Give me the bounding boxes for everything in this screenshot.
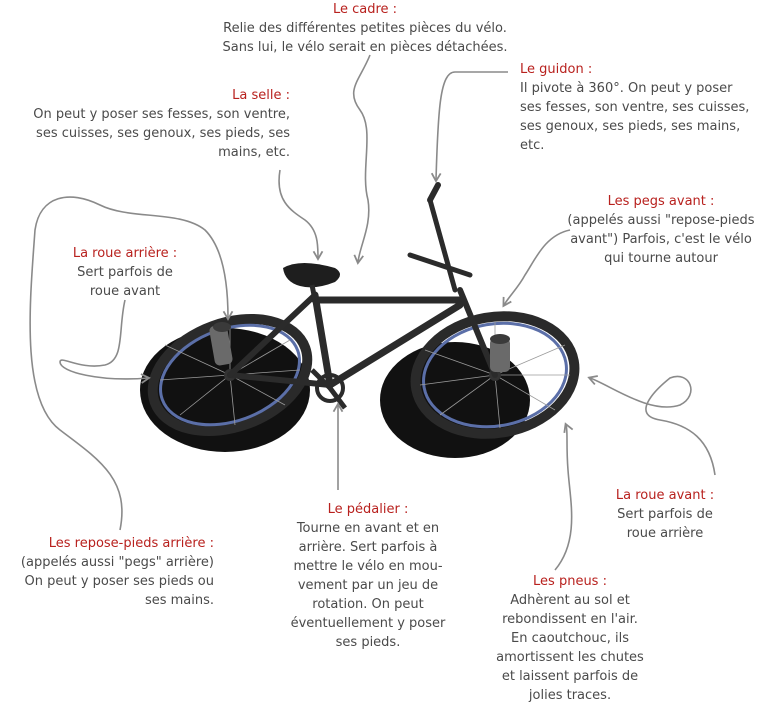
label-roue-arriere-title: La roue arrière : [72, 246, 178, 261]
label-roue-avant-line-1: Sert parfois de [617, 507, 713, 522]
arrow-repose-pieds [29, 196, 234, 531]
label-pneus-line-4: amortissent les chutes [496, 650, 644, 665]
label-selle-title: La selle : [232, 88, 290, 103]
label-pedalier-line-5: rotation. On peut [312, 597, 424, 612]
bike-frame [227, 182, 498, 389]
rear-pegs [209, 322, 233, 366]
arrow-roue-avant [587, 375, 716, 476]
label-guidon-line-1: Il pivote à 360°. On peut y poser [520, 81, 733, 96]
label-pedalier-line-2: arrière. Sert parfois à [298, 540, 438, 555]
label-repose-pieds-arriere: Les repose-pieds arrière : (appelés auss… [2, 534, 214, 610]
label-pedalier-line-7: ses pieds. [335, 635, 401, 650]
label-cadre-line-1: Relie des différentes petites pièces du … [223, 21, 507, 36]
label-pneus-line-1: Adhèrent au sol et [510, 593, 630, 608]
label-pegs-avant-line-1: (appelés aussi "repose-pieds [567, 213, 755, 228]
label-guidon-line-2: ses fesses, son ventre, ses cuisses, [520, 100, 750, 115]
label-guidon-line-4: etc. [520, 138, 545, 153]
label-roue-avant-line-2: roue arrière [626, 526, 704, 541]
arrow-cadre [352, 54, 371, 265]
label-pegs-avant-line-3: qui tourne autour [604, 251, 718, 266]
front-pegs [490, 334, 510, 372]
label-selle-line-3: mains, etc. [218, 145, 290, 160]
label-guidon-title: Le guidon : [520, 62, 593, 77]
arrow-guidon [430, 71, 508, 183]
arrow-pegs-avant [502, 229, 571, 308]
label-pedalier-line-6: éventuellement y poser [290, 616, 446, 631]
label-pneus-line-5: et laissent parfois de [501, 669, 639, 684]
label-selle: La selle : On peut y poser ses fesses, s… [2, 86, 290, 162]
label-pneus: Les pneus : Adhèrent au sol et rebondiss… [470, 572, 670, 705]
label-pedalier-line-4: vement par un jeu de [297, 578, 439, 593]
label-pneus-title: Les pneus : [533, 574, 607, 589]
label-repose-pieds-arriere-line-3: ses mains. [144, 593, 214, 608]
label-guidon: Le guidon : Il pivote à 360°. On peut y … [520, 60, 770, 155]
label-pegs-avant: Les pegs avant : (appelés aussi "repose-… [548, 192, 774, 268]
label-pneus-line-6: jolies traces. [528, 688, 612, 703]
label-repose-pieds-arriere-title: Les repose-pieds arrière : [48, 536, 214, 551]
label-roue-arriere: La roue arrière : Sert parfois de roue a… [50, 244, 200, 301]
label-pedalier-line-3: mettre le vélo en mou- [293, 559, 443, 574]
label-pedalier-line-1: Tourne en avant et en [296, 521, 440, 536]
label-roue-arriere-line-2: roue avant [89, 284, 161, 299]
label-pedalier-title: Le pédalier : [327, 502, 409, 517]
label-repose-pieds-arriere-line-2: On peut y poser ses pieds ou [24, 574, 215, 589]
label-cadre: Le cadre : Relie des différentes petites… [200, 0, 530, 57]
label-pedalier: Le pédalier : Tourne en avant et en arri… [268, 500, 468, 652]
label-cadre-title: Le cadre : [332, 2, 398, 17]
label-selle-line-1: On peut y poser ses fesses, son ventre, [33, 107, 290, 122]
label-selle-line-2: ses cuisses, ses genoux, ses pieds, ses [36, 126, 290, 141]
label-roue-arriere-line-1: Sert parfois de [77, 265, 173, 280]
label-roue-avant: La roue avant : Sert parfois de roue arr… [590, 486, 740, 543]
label-pegs-avant-title: Les pegs avant : [607, 194, 715, 209]
arrow-pneus [554, 422, 574, 571]
saddle [283, 263, 340, 301]
label-repose-pieds-arriere-line-1: (appelés aussi "pegs" arrière) [20, 555, 214, 570]
label-pegs-avant-line-2: avant") Parfois, c'est le vélo [570, 232, 752, 247]
label-guidon-line-3: ses genoux, ses pieds, ses mains, [520, 119, 741, 134]
label-pneus-line-2: rebondissent en l'air. [502, 612, 638, 627]
arrow-roue-arriere [59, 299, 151, 384]
label-pneus-line-3: En caoutchouc, ils [511, 631, 629, 646]
arrows [29, 54, 716, 571]
label-roue-avant-title: La roue avant : [615, 488, 715, 503]
arrow-selle [278, 169, 324, 261]
label-cadre-line-2: Sans lui, le vélo serait en pièces détac… [222, 40, 508, 55]
